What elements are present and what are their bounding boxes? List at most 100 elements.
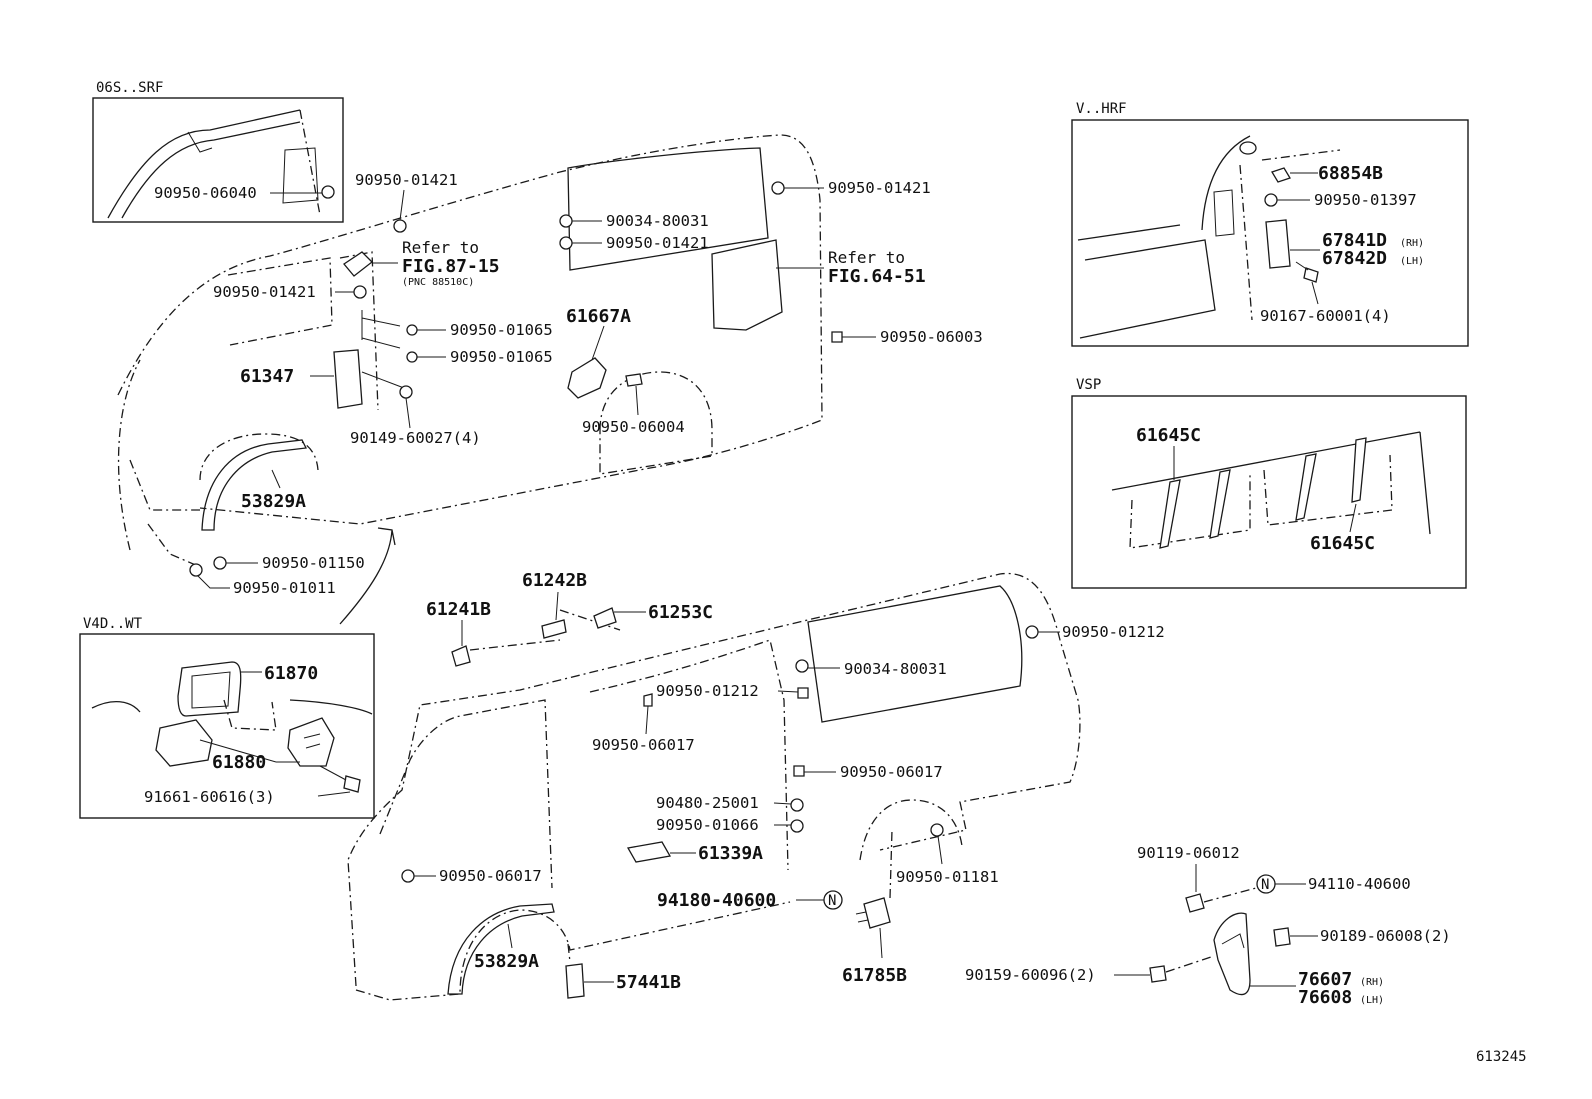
screw-icon [399, 385, 413, 399]
leader-90950-06004 [635, 385, 639, 416]
fuel-lid-icon [343, 251, 373, 277]
clip-icon [189, 563, 203, 577]
part-90167-60001: 90167-60001(4) [1260, 307, 1391, 325]
upper-arrow [339, 527, 396, 625]
inlet-box-icon [287, 717, 335, 767]
hrf-window [1077, 224, 1216, 339]
vsp-windows [1129, 454, 1393, 549]
inlet-box-detail [303, 733, 321, 749]
clip-icon [559, 236, 573, 250]
lower-front-door [379, 699, 553, 889]
part-90950-01181: 90950-01181 [896, 868, 999, 886]
mud-flap-icon [1213, 912, 1251, 996]
ref-87-pnc: (PNC 88510C) [402, 277, 474, 288]
part-68854B: 68854B [1318, 163, 1383, 184]
mud-flap-group: 90119-06012 N 94110-40600 90189-06008(2)… [965, 844, 1451, 1008]
cover-icon [565, 963, 585, 999]
leader-53829A-b [507, 923, 513, 949]
part-61645C-b: 61645C [1310, 533, 1375, 554]
part-61339A: 61339A [698, 843, 763, 864]
part-91661-60616: 91661-60616(3) [144, 788, 275, 806]
fuel-lid-frame-icon [177, 661, 242, 717]
inset-hrf-frame [1071, 119, 1469, 347]
clip-icon [393, 219, 407, 233]
part-90950-06017-b: 90950-06017 [840, 763, 943, 781]
clip-icon [797, 687, 809, 699]
part-67841D-side: (RH) [1400, 238, 1424, 249]
part-90950-06040: 90950-06040 [154, 184, 257, 202]
part-61667A: 61667A [566, 306, 631, 327]
inset-hrf: V..HRF 68854B 90950-01397 67841D (RH) 67… [1071, 101, 1469, 347]
clip-icon [541, 619, 567, 639]
part-94110-40600: 94110-40600 [1308, 875, 1411, 893]
ref-64-label: Refer to [828, 248, 905, 267]
stripe-icon [1159, 479, 1181, 549]
part-61785B: 61785B [842, 965, 907, 986]
lower-slide-door [589, 639, 789, 871]
inset-wt-title: V4D..WT [83, 616, 143, 632]
upper-van-body [117, 134, 823, 625]
part-76608-side: (LH) [1360, 995, 1384, 1006]
clip-icon [593, 607, 617, 629]
part-90950-06017-a: 90950-06017 [592, 736, 695, 754]
part-61880: 61880 [212, 752, 266, 773]
fuel-inlet-icon [155, 719, 213, 767]
ref-87-label: Refer to [402, 238, 479, 257]
upper-body-front [117, 359, 141, 551]
wheel-arch-moulding-icon [447, 903, 555, 995]
inset-vsp: VSP 61645C 61645C [1071, 377, 1467, 589]
plate-part-icon [333, 349, 363, 409]
upper-wheel-arch [599, 371, 713, 475]
srf-roof-line [107, 109, 301, 219]
lower-rear-window [807, 585, 1023, 723]
ref-64-fig: FIG.64-51 [828, 266, 926, 287]
bracket-lines [361, 310, 401, 349]
inset-wt-frame [79, 633, 375, 819]
part-61253C: 61253C [648, 602, 713, 623]
srf-roof-inner [121, 121, 301, 219]
part-90480-25001: 90480-25001 [656, 794, 759, 812]
lower-parts: 61241B 61242B 61253C 90950-01212 90034-8… [401, 570, 1165, 999]
nut-marker-b: N [1261, 877, 1269, 893]
leader-90950-06017-a [645, 705, 649, 735]
clip-icon [451, 645, 471, 667]
grommet-icon [1239, 141, 1257, 155]
part-90950-01066: 90950-01066 [656, 816, 759, 834]
part-90034-80031-a: 90034-80031 [606, 212, 709, 230]
lower-sill [355, 901, 791, 1001]
upper-front-window [227, 257, 333, 346]
fuel-lid-inner [191, 671, 231, 709]
upper-rear-window [567, 147, 769, 271]
srf-window [282, 147, 319, 204]
hrf-pillar [1201, 135, 1251, 231]
leader-91661-60616 [317, 791, 351, 797]
screw-dash [1165, 955, 1215, 973]
leader-61880 [199, 739, 300, 763]
part-67842D-side: (LH) [1400, 256, 1424, 267]
upper-body-front-lower [129, 459, 200, 511]
trim-panel-icon [711, 239, 783, 331]
nut-marker-a: N [828, 893, 836, 909]
bolt-icon [1185, 893, 1205, 913]
part-76608: 76608 [1298, 987, 1352, 1008]
bracket-bolts [855, 911, 869, 923]
pad-icon [1271, 167, 1291, 183]
part-90950-01212-a: 90950-01212 [1062, 623, 1165, 641]
ref-87-fig: FIG.87-15 [402, 256, 500, 277]
part-90950-01011: 90950-01011 [233, 579, 336, 597]
leader-90149-60027 [405, 397, 411, 429]
screw-icon [1149, 965, 1167, 983]
inset-vsp-frame [1071, 395, 1467, 589]
lower-van-body [347, 572, 1081, 1001]
vsp-roof-line [1111, 431, 1431, 535]
part-76607-side: (RH) [1360, 977, 1384, 988]
clip-icon [790, 798, 804, 812]
clip-icon [930, 823, 944, 837]
leader-61785B [879, 927, 883, 959]
part-90149-60027: 90149-60027(4) [350, 429, 481, 447]
clip-icon [795, 659, 809, 673]
upper-parts: 90950-01421 90950-01421 90034-80031 9095… [189, 171, 983, 597]
upper-body-outline [117, 134, 823, 525]
bracket-dash [889, 829, 893, 899]
